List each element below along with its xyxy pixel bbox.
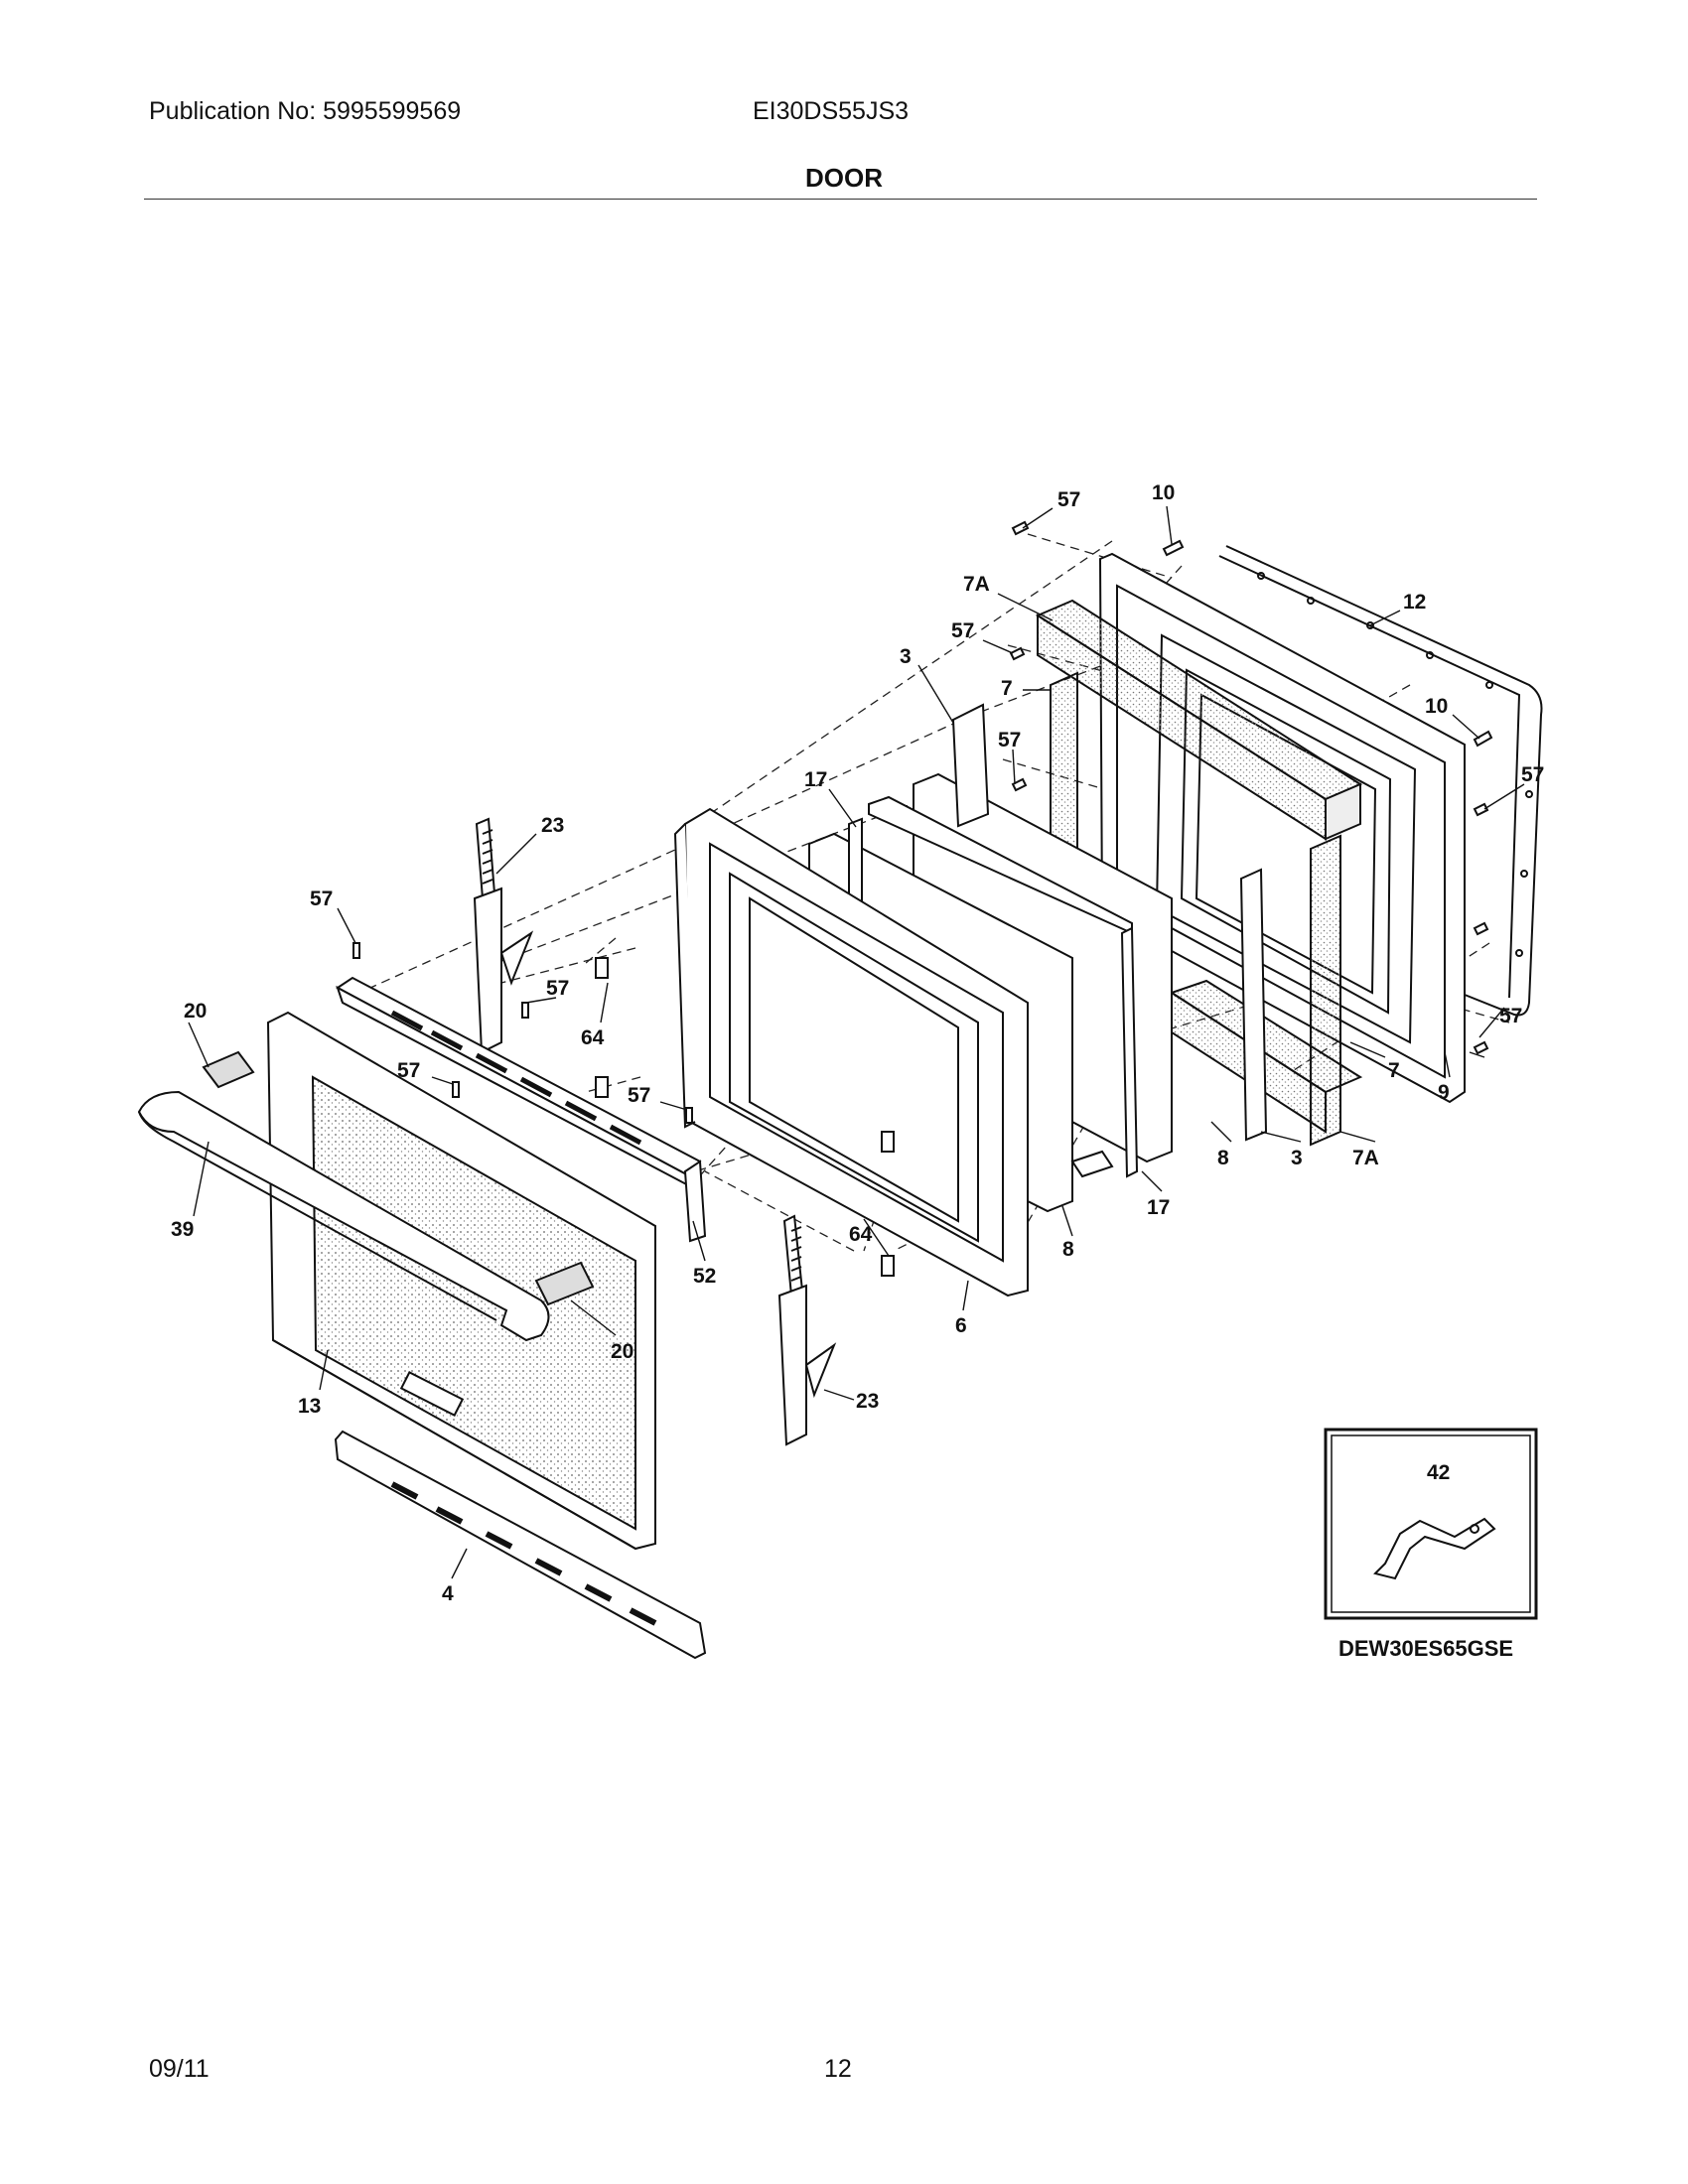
- callout-17: 17: [804, 768, 827, 791]
- header-rule: [144, 199, 1537, 200]
- top-vent-trim: [336, 976, 707, 1243]
- callout-57: 57: [951, 619, 974, 642]
- glass-retainers: [848, 703, 1268, 1178]
- callout-64: 64: [581, 1026, 605, 1049]
- inset-box: 42 DEW30ES65GSE: [1324, 1428, 1538, 1661]
- callout-8: 8: [1217, 1147, 1229, 1169]
- callout-17: 17: [1147, 1196, 1170, 1219]
- callout-4: 4: [442, 1582, 454, 1605]
- callout-12: 12: [1403, 591, 1426, 614]
- callout-64: 64: [849, 1223, 873, 1246]
- callout-13: 13: [298, 1395, 321, 1418]
- inset-model-caption: DEW30ES65GSE: [1338, 1636, 1513, 1661]
- callout-23: 23: [856, 1390, 879, 1413]
- bracket-part: [1373, 1517, 1496, 1580]
- footer-date: 09/11: [149, 2055, 210, 2083]
- handle-end-caps: [202, 1050, 595, 1306]
- callout-39: 39: [171, 1218, 194, 1241]
- callout-57: 57: [628, 1084, 650, 1107]
- callout-9: 9: [1438, 1081, 1450, 1104]
- callout-3: 3: [900, 645, 912, 668]
- callout-57: 57: [998, 729, 1021, 751]
- callout-52: 52: [693, 1265, 716, 1288]
- door-hinges: [473, 817, 837, 1446]
- door-handle: [137, 1090, 550, 1342]
- callout-20: 20: [611, 1340, 633, 1363]
- callout-57: 57: [310, 887, 333, 910]
- insulation-strips: [1035, 599, 1363, 1147]
- publication-number: Publication No: 5995599569: [149, 97, 462, 125]
- page-number: 12: [824, 2055, 852, 2083]
- callout-20: 20: [184, 1000, 207, 1023]
- page-title: DOOR: [805, 163, 883, 193]
- door-gasket-frame: [1218, 545, 1543, 1017]
- callout-23: 23: [541, 814, 564, 837]
- callout-57: 57: [546, 977, 569, 1000]
- callout-7: 7: [1388, 1059, 1400, 1082]
- callout-7A: 7A: [1352, 1147, 1379, 1169]
- callout-57: 57: [1521, 763, 1544, 786]
- callout-7: 7: [1001, 677, 1013, 700]
- bottom-trim: [334, 1430, 707, 1660]
- leader-lines: [188, 505, 1525, 1579]
- callout-6: 6: [955, 1314, 967, 1337]
- callout-42: 42: [1427, 1461, 1450, 1484]
- callout-3: 3: [1291, 1147, 1303, 1169]
- callout-10: 10: [1152, 481, 1175, 504]
- fasteners: [352, 520, 1493, 1277]
- callout-8: 8: [1062, 1238, 1074, 1261]
- callout-57: 57: [397, 1059, 420, 1082]
- callout-10: 10: [1425, 695, 1448, 718]
- callout-labels: 57 10 7A 12 57 3 7 10 57 57 17 23 57 57 …: [171, 481, 1544, 1605]
- hinge-springs: [482, 829, 802, 1282]
- model-number: EI30DS55JS3: [753, 97, 910, 125]
- callout-57: 57: [1057, 488, 1080, 511]
- callout-7A: 7A: [963, 573, 990, 596]
- callout-57: 57: [1499, 1005, 1522, 1027]
